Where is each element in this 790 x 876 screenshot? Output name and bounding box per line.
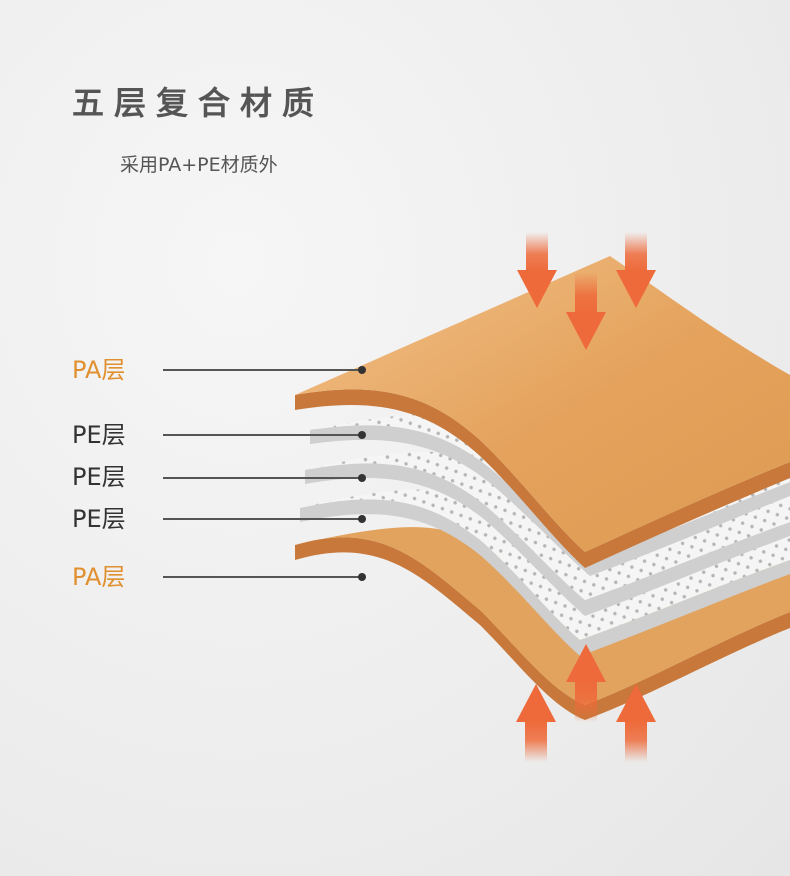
leader-dot	[358, 515, 366, 523]
layer-label-pe-3: PE层	[72, 505, 126, 533]
leader-dot	[358, 366, 366, 374]
arrow-up-icon	[516, 684, 556, 762]
leader-line	[163, 576, 359, 578]
layer-label-pa-top: PA层	[72, 356, 126, 384]
leader-line	[163, 434, 359, 436]
layer-label-pe-1: PE层	[72, 421, 126, 449]
arrow-up-icon	[566, 644, 606, 722]
page-title: 五层复合材质	[72, 84, 325, 122]
leader-line	[163, 518, 359, 520]
leader-dot	[358, 431, 366, 439]
leader-line	[163, 477, 359, 479]
arrow-up-icon	[616, 684, 656, 762]
arrow-down-icon	[566, 272, 606, 350]
leader-dot	[358, 573, 366, 581]
page-subtitle: 采用PA+PE材质外	[120, 154, 278, 176]
arrow-down-icon	[616, 232, 656, 308]
layer-label-pa-bottom: PA层	[72, 563, 126, 591]
leader-dot	[358, 474, 366, 482]
layer-label-pe-2: PE层	[72, 463, 126, 491]
arrow-down-icon	[517, 232, 557, 308]
leader-line	[163, 369, 359, 371]
pa-sheet-top	[295, 256, 790, 568]
